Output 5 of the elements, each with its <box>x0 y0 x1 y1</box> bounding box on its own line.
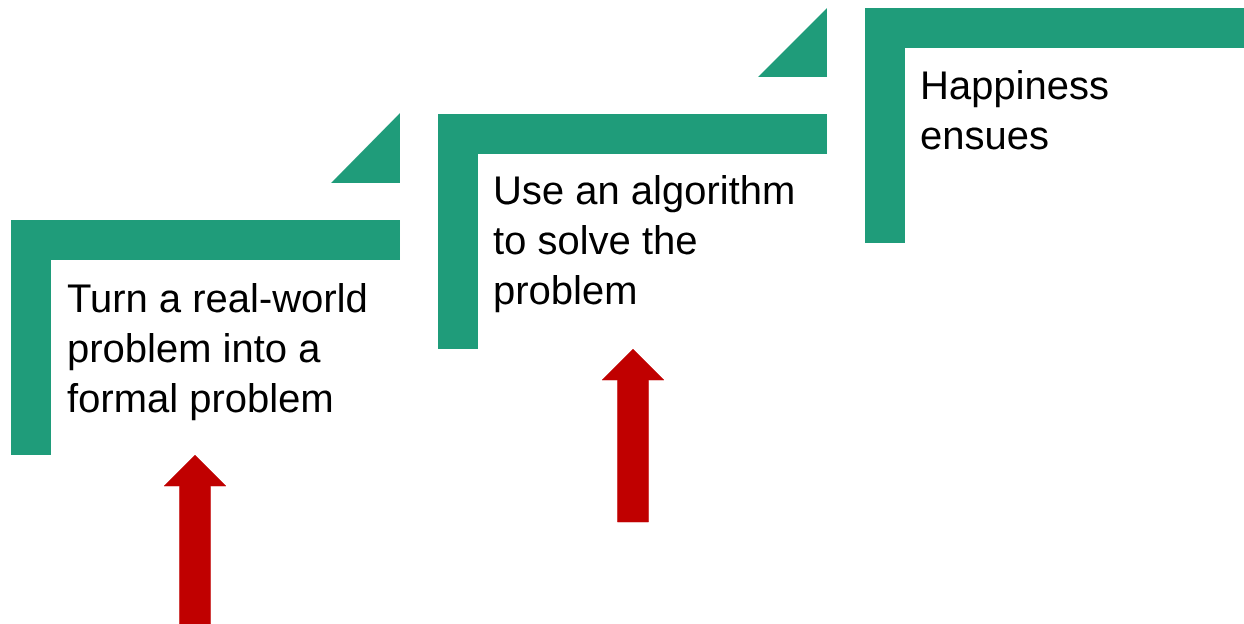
step-box: Use an algorithm to solve the problem <box>438 114 827 349</box>
arrow <box>163 454 227 624</box>
arrow <box>601 348 665 523</box>
step-box: Happiness ensues <box>865 8 1244 243</box>
step-box: Turn a real-world problem into a formal problem <box>11 220 400 455</box>
